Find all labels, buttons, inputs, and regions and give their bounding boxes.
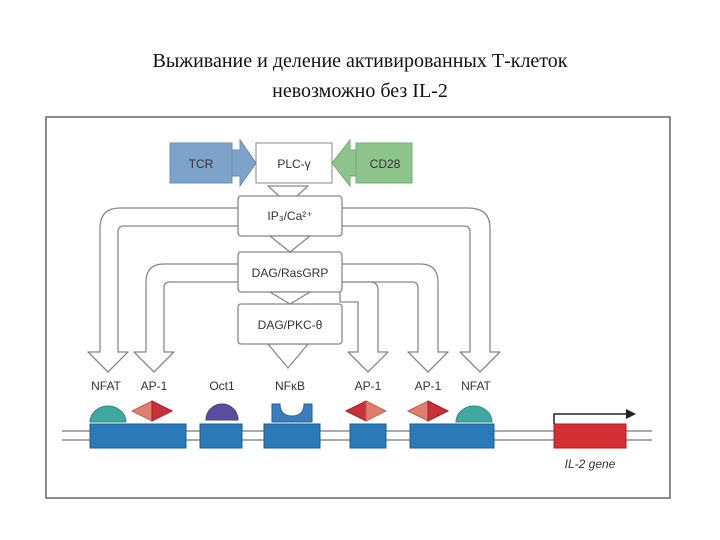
ip3-to-dag-arrow xyxy=(268,235,312,253)
promoter-segment xyxy=(349,423,387,449)
promoter-segment xyxy=(199,423,243,449)
factor-label: NFAT xyxy=(91,379,121,393)
ras-to-ap1-inner-arrow xyxy=(339,281,389,373)
dag-to-pkc-arrow xyxy=(267,291,313,305)
promoter-segment xyxy=(89,423,187,449)
nfat-protein xyxy=(89,405,127,423)
plc-box xyxy=(255,142,333,184)
factor-label: AP-1 xyxy=(141,379,168,393)
plc-down-arrow xyxy=(267,185,309,205)
cd28-arrow xyxy=(331,138,357,188)
factor-label: AP-1 xyxy=(355,379,382,393)
slide-title-line1: Выживание и деление активированных Т-кле… xyxy=(152,50,568,72)
cd28-box xyxy=(355,142,413,184)
gene-label: IL-2 gene xyxy=(565,457,616,471)
nfat-protein xyxy=(455,405,493,423)
tcr-arrow xyxy=(231,138,257,188)
dag-pkc-label: DAG/PKC-θ xyxy=(258,318,323,332)
oct1-protein xyxy=(205,403,239,421)
factor-label: NFκB xyxy=(275,379,305,393)
dag-ras-label: DAG/RasGRP xyxy=(252,266,329,280)
cd28-label: CD28 xyxy=(370,157,401,171)
ras-to-ap1-outer-arrow xyxy=(133,263,449,373)
factor-label: NFAT xyxy=(461,379,491,393)
transcription-start-arrow xyxy=(553,413,626,424)
il2-gene-box xyxy=(553,423,627,449)
nfkb-protein xyxy=(271,403,313,423)
slide-title-line2: невозможно без IL-2 xyxy=(272,80,448,102)
transcription-arrowhead xyxy=(626,409,636,419)
promoter-segment xyxy=(409,423,495,449)
ap1-protein-right-half xyxy=(151,400,174,422)
plc-label: PLC-γ xyxy=(277,157,310,171)
factor-label: AP-1 xyxy=(415,379,442,393)
ap1-protein-right-half xyxy=(427,400,450,422)
tcr-label: TCR xyxy=(189,157,214,171)
promoter-segment xyxy=(263,423,321,449)
ap1-protein-right-half xyxy=(365,400,388,422)
ip3-label: IP₃/Ca²⁺ xyxy=(267,209,312,223)
ip3-to-nfat-arrow xyxy=(87,207,501,373)
factor-label: Oct1 xyxy=(209,379,235,393)
